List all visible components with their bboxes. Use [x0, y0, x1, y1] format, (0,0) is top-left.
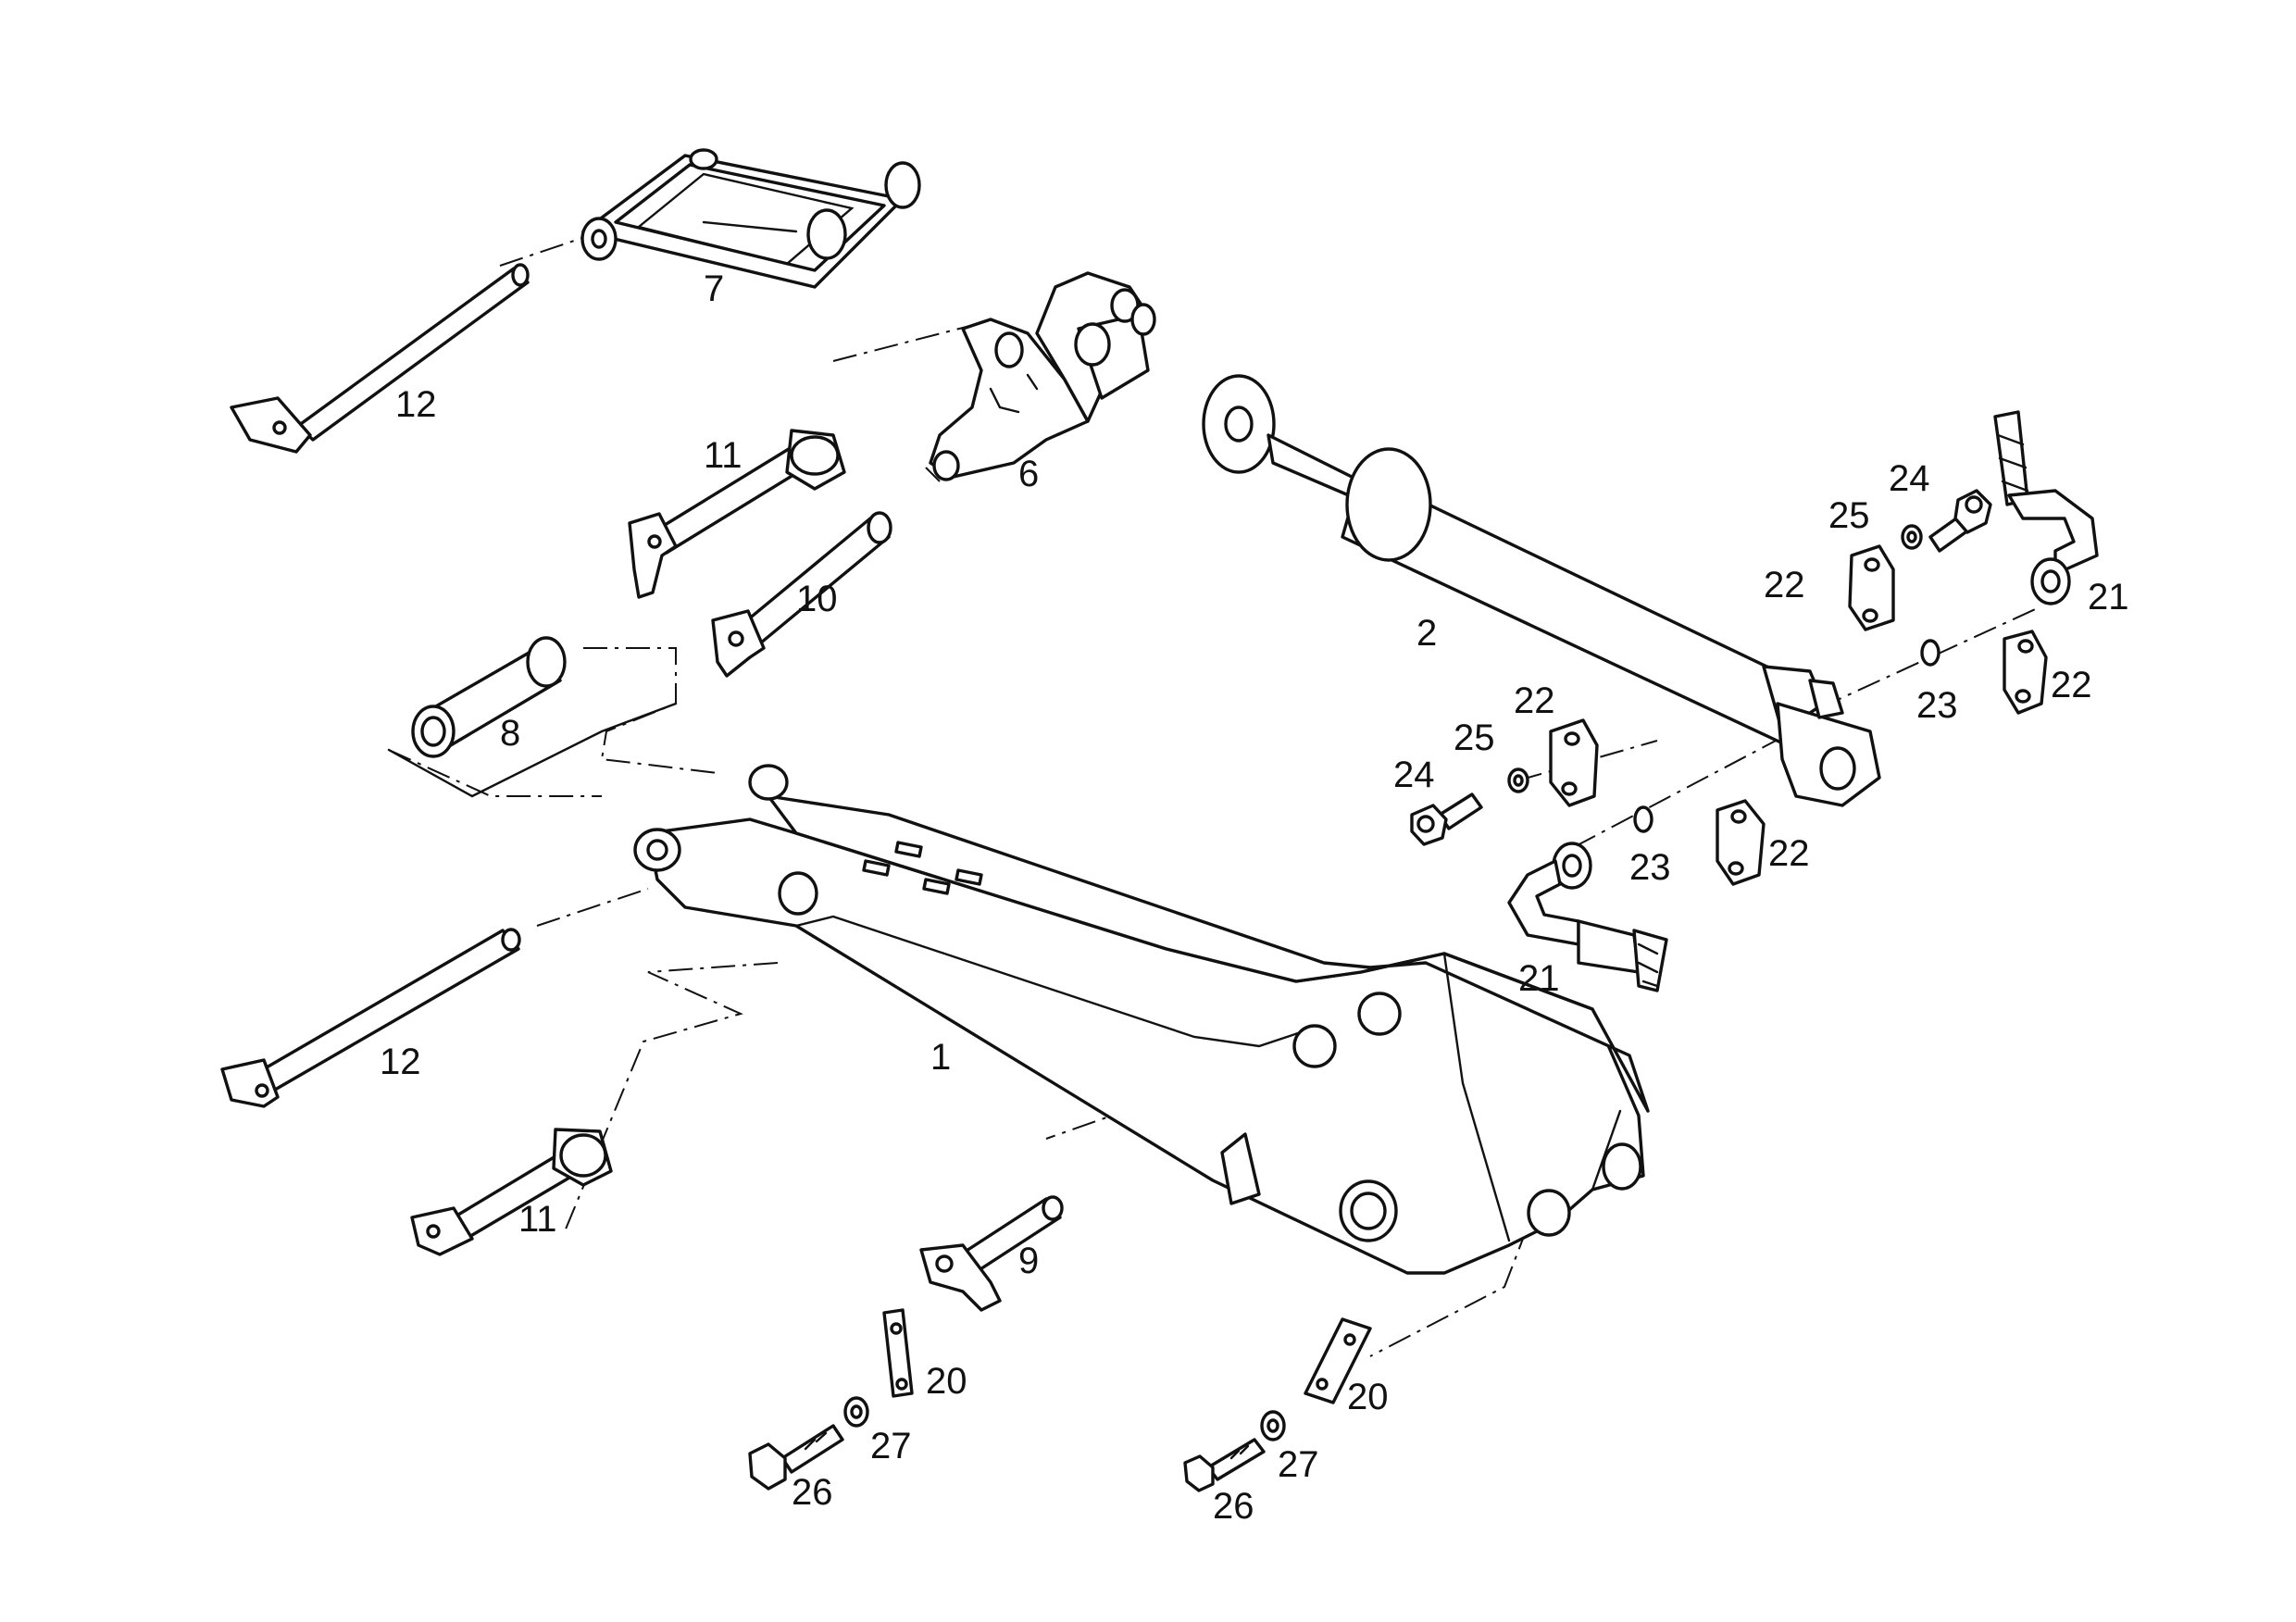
part-9-pin: [919, 1195, 1064, 1312]
callout-10: 10: [796, 579, 838, 619]
callout-2: 2: [1416, 613, 1437, 654]
callout-8: 8: [500, 713, 520, 754]
part-25-washer-upper: [1901, 524, 1923, 550]
part-22-clamp-c: [1549, 718, 1599, 807]
callout-23-upper: 23: [1916, 685, 1958, 726]
callout-27-right: 27: [1278, 1444, 1319, 1485]
part-23-ring-lower: [1633, 805, 1653, 833]
part-7-link: [580, 148, 921, 289]
callout-22-c: 22: [1514, 680, 1555, 721]
part-22-clamp-d: [1716, 799, 1766, 886]
callout-20-right: 20: [1347, 1377, 1389, 1417]
callout-24-lower: 24: [1393, 755, 1435, 795]
callout-23-lower: 23: [1629, 847, 1671, 888]
callout-6: 6: [1018, 454, 1039, 494]
callout-21-upper: 21: [2088, 577, 2129, 618]
part-2-hydraulic-cylinder: [1202, 374, 1881, 807]
callout-7: 7: [704, 268, 724, 309]
part-24-screw-upper: [1928, 489, 1992, 553]
part-8-bushing: [387, 636, 678, 798]
callout-26-right: 26: [1213, 1486, 1254, 1527]
callout-22-d: 22: [1768, 833, 1810, 874]
callout-20-left: 20: [926, 1361, 967, 1402]
callout-27-left: 27: [870, 1426, 912, 1466]
callout-12-lower: 12: [380, 1042, 421, 1082]
part-11-pin-lower: [410, 1128, 613, 1256]
callout-11-lower: 11: [518, 1199, 557, 1240]
part-12-pin-upper: [230, 263, 530, 454]
part-25-washer-lower: [1507, 767, 1529, 793]
part-21-hose-upper: [1993, 410, 2099, 605]
callout-labels: 7 12 11 6 10 8 2 1 12 11 9 20 27 26 20 2…: [380, 268, 2129, 1527]
part-22-clamp-b: [2003, 630, 2048, 715]
callout-1: 1: [930, 1037, 951, 1078]
part-27-washer-left: [843, 1396, 869, 1428]
callout-12-upper: 12: [395, 384, 437, 425]
part-23-ring-upper: [1920, 639, 1940, 667]
part-27-washer-right: [1260, 1410, 1286, 1441]
callout-25-lower: 25: [1454, 717, 1495, 758]
callout-21-lower: 21: [1518, 958, 1560, 999]
part-6-bracket: [929, 271, 1156, 481]
part-1-main-arm: [633, 764, 1650, 1275]
part-20-plate-left: [882, 1308, 914, 1398]
callout-24-upper: 24: [1889, 458, 1930, 499]
callout-9: 9: [1018, 1241, 1039, 1281]
callout-22-b: 22: [2051, 665, 2092, 705]
callout-11-upper: 11: [704, 435, 742, 476]
part-24-screw-lower: [1410, 792, 1483, 846]
callout-26-left: 26: [792, 1472, 833, 1513]
part-10-bushing-pin: [711, 511, 892, 678]
part-20-plate-right: [1304, 1317, 1372, 1404]
callout-22-a: 22: [1764, 565, 1805, 605]
part-22-clamp-a: [1848, 544, 1895, 631]
part-21-hose-lower: [1507, 842, 1668, 992]
part-12-pin-lower: [220, 928, 521, 1108]
part-26-bolt-right: [1183, 1438, 1266, 1492]
part-26-bolt-left: [748, 1424, 844, 1491]
callout-25-upper: 25: [1828, 495, 1870, 536]
part-11-pin-upper: [628, 429, 846, 599]
arm-slots: [862, 841, 983, 895]
